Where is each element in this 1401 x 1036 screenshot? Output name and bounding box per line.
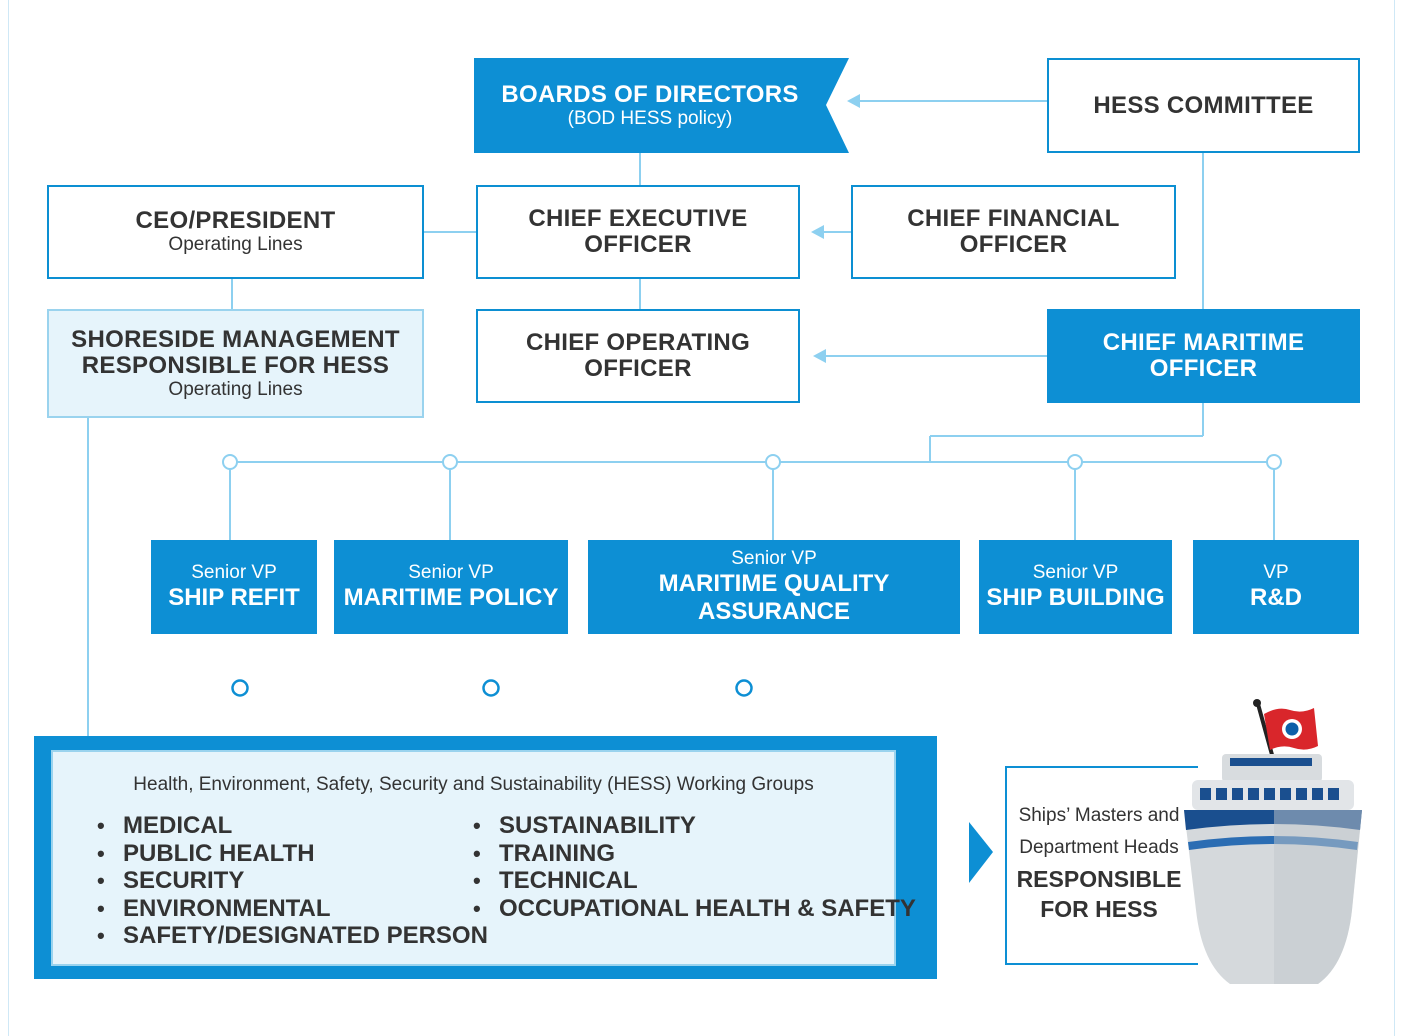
vp-role: Senior VP: [1032, 562, 1119, 583]
vp-ship-building-box: Senior VP SHIP BUILDING: [979, 540, 1172, 634]
board-shape: [474, 58, 849, 153]
vp-name: R&D: [1250, 584, 1302, 611]
vp-name: SHIP REFIT: [168, 584, 300, 611]
working-groups-panel: Health, Environment, Safety, Security an…: [51, 750, 916, 966]
working-groups-title: Health, Environment, Safety, Security an…: [133, 774, 814, 795]
vp-maritime-policy-box: Senior VP MARITIME POLICY: [334, 540, 568, 634]
working-groups-right-list: SUSTAINABILITY TRAINING TECHNICAL OCCUPA…: [473, 812, 916, 922]
board-of-directors-box: BOARDS OF DIRECTORS (BOD HESS policy): [474, 58, 826, 153]
page-frame: [8, 0, 1395, 1036]
ceo-president-title: CEO/PRESIDENT: [135, 207, 336, 234]
chief-maritime-officer-box: CHIEF MARITIME OFFICER: [1047, 309, 1360, 403]
vp-role: Senior VP: [731, 548, 817, 569]
working-group-item: PUBLIC HEALTH: [97, 840, 488, 868]
working-group-item: SUSTAINABILITY: [473, 812, 916, 840]
ships-line4: FOR HESS: [1040, 896, 1158, 922]
ships-responsible-text: Ships’ Masters and Department Heads RESP…: [1010, 800, 1188, 924]
shoreside-management-box: SHORESIDE MANAGEMENT RESPONSIBLE FOR HES…: [47, 309, 424, 418]
hess-committee-title: HESS COMMITTEE: [1093, 91, 1314, 119]
ceo-president-box: CEO/PRESIDENT Operating Lines: [47, 185, 424, 279]
working-group-item: SAFETY/DESIGNATED PERSON: [97, 922, 488, 950]
vp-role: Senior VP: [408, 562, 494, 583]
ships-line3: RESPONSIBLE: [1016, 866, 1182, 892]
board-title: BOARDS OF DIRECTORS: [501, 80, 799, 108]
vp-name: SHIP BUILDING: [986, 584, 1165, 611]
chief-financial-officer-box: CHIEF FINANCIAL OFFICER: [851, 185, 1176, 279]
shoreside-title-line1: SHORESIDE MANAGEMENT: [71, 325, 400, 353]
working-group-item: TRAINING: [473, 840, 916, 868]
vp-role: Senior VP: [191, 562, 277, 583]
vp-name: MARITIME QUALITY ASSURANCE: [658, 570, 890, 625]
working-groups-left-list: MEDICAL PUBLIC HEALTH SECURITY ENVIRONME…: [97, 812, 488, 950]
chief-operating-officer-box: CHIEF OPERATING OFFICER: [476, 309, 800, 403]
vp-rd-box: VP R&D: [1193, 540, 1359, 634]
working-group-item: MEDICAL: [97, 812, 488, 840]
board-subtitle: (BOD HESS policy): [567, 107, 733, 129]
cfo-title: CHIEF FINANCIAL OFFICER: [907, 205, 1120, 258]
working-group-item: TECHNICAL: [473, 867, 916, 895]
working-group-item: SECURITY: [97, 867, 488, 895]
vp-name: MARITIME POLICY: [343, 584, 559, 611]
vp-ship-refit-box: Senior VP SHIP REFIT: [151, 540, 317, 634]
hess-committee-box: HESS COMMITTEE: [1047, 58, 1360, 153]
cruise-ship-icon: [1184, 699, 1362, 984]
vp-maritime-quality-assurance-box: Senior VP MARITIME QUALITY ASSURANCE: [588, 540, 960, 634]
coo-title: CHIEF OPERATING OFFICER: [525, 329, 751, 382]
chief-executive-officer-box: CHIEF EXECUTIVE OFFICER: [476, 185, 800, 279]
ships-line1: Ships’ Masters and: [1018, 805, 1180, 826]
working-group-item: OCCUPATIONAL HEALTH & SAFETY: [473, 895, 916, 923]
working-group-item: ENVIRONMENTAL: [97, 895, 488, 923]
cmo-title: CHIEF MARITIME OFFICER: [1102, 329, 1305, 382]
shoreside-title-line2: RESPONSIBLE FOR HESS: [81, 351, 390, 379]
vp-role: VP: [1263, 562, 1289, 583]
ceo-title: CHIEF EXECUTIVE OFFICER: [528, 205, 748, 258]
ships-line2: Department Heads: [1019, 837, 1179, 858]
shoreside-subtitle: Operating Lines: [168, 378, 303, 400]
ceo-president-subtitle: Operating Lines: [168, 234, 303, 255]
